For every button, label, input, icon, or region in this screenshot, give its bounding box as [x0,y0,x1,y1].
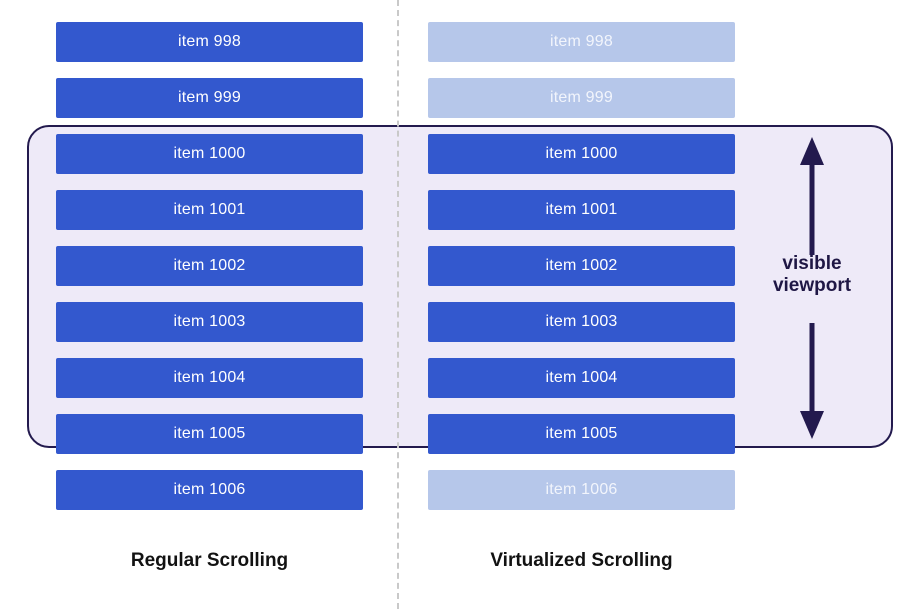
regular-item-label: item 1003 [173,313,246,330]
virtualized-item-label: item 1001 [545,201,618,218]
regular-item-bar[interactable]: item 1003 [56,302,363,342]
regular-scrolling-caption: Regular Scrolling [130,550,289,571]
virtualized-item-bar[interactable]: item 1006 [428,470,735,510]
regular-item-bar[interactable]: item 1002 [56,246,363,286]
virtualized-item-bar[interactable]: item 999 [428,78,735,118]
virtualized-item-label: item 1000 [545,145,618,162]
regular-item-label: item 1002 [173,257,246,274]
regular-item-bar[interactable]: item 999 [56,78,363,118]
virtualized-item-bar[interactable]: item 1001 [428,190,735,230]
regular-item-bar[interactable]: item 1000 [56,134,363,174]
regular-item-label: item 1001 [173,201,246,218]
regular-item-bar[interactable]: item 1001 [56,190,363,230]
double-headed-vertical-arrow-icon [800,137,824,439]
regular-item-bar[interactable]: item 1005 [56,414,363,454]
viewport-annotation: visible viewport [742,125,882,448]
regular-item-label: item 1005 [173,425,246,442]
visible-viewport-label-line1: visible [782,253,842,274]
visible-viewport-label-line2: viewport [772,275,852,297]
regular-item-label: item 998 [178,33,241,50]
virtualized-item-bar[interactable]: item 1005 [428,414,735,454]
regular-item-label: item 1000 [173,145,246,162]
vertical-dashed-divider-icon [397,0,399,609]
regular-item-bar[interactable]: item 998 [56,22,363,62]
virtualized-item-label: item 998 [550,33,613,50]
regular-item-label: item 999 [178,89,241,106]
virtualized-item-label: item 1003 [545,313,618,330]
virtualized-item-label: item 1002 [545,257,618,274]
regular-item-bar[interactable]: item 1004 [56,358,363,398]
virtualized-scrolling-caption: Virtualized Scrolling [490,550,673,571]
regular-item-bar[interactable]: item 1006 [56,470,363,510]
virtualized-item-bar[interactable]: item 998 [428,22,735,62]
virtualized-item-bar[interactable]: item 1003 [428,302,735,342]
virtualized-item-label: item 999 [550,89,613,106]
virtualized-item-bar[interactable]: item 1000 [428,134,735,174]
regular-item-label: item 1006 [173,481,246,498]
virtualized-item-bar[interactable]: item 1004 [428,358,735,398]
virtualized-item-bar[interactable]: item 1002 [428,246,735,286]
virtualized-item-label: item 1004 [545,369,618,386]
virtualized-item-label: item 1005 [545,425,618,442]
visible-viewport-label: visible viewport [742,253,882,298]
regular-item-label: item 1004 [173,369,246,386]
virtualized-item-label: item 1006 [545,481,618,498]
